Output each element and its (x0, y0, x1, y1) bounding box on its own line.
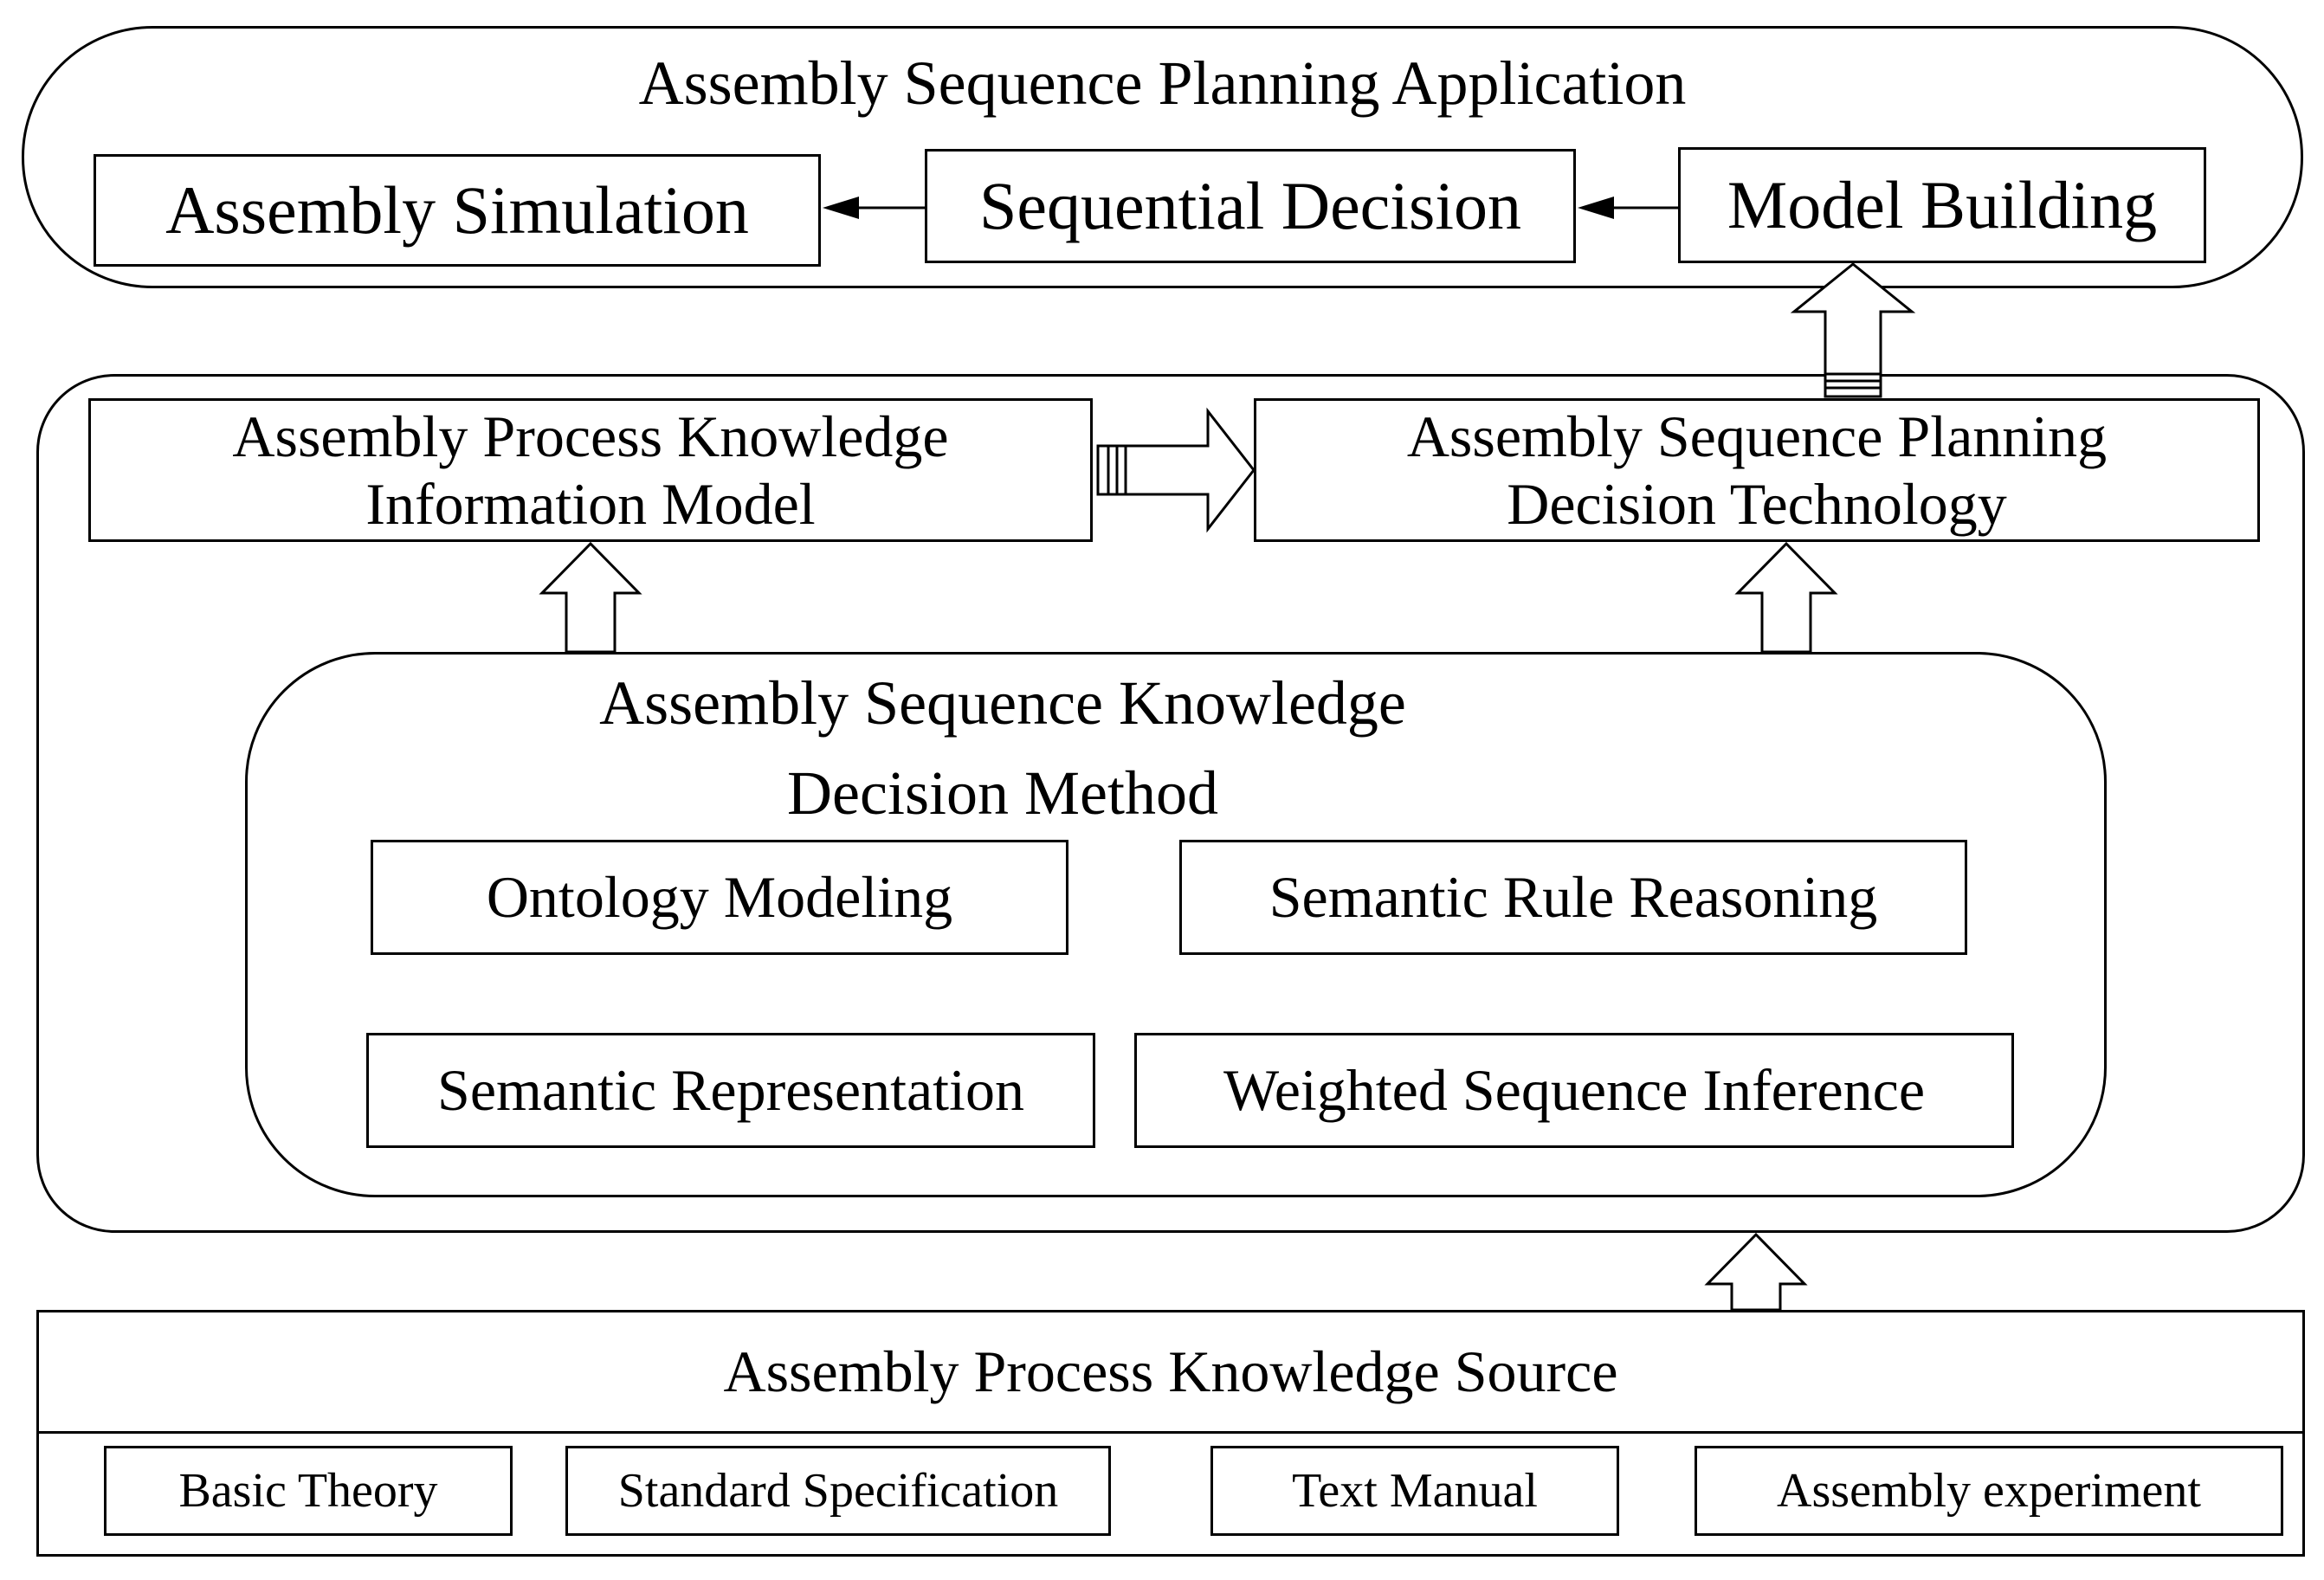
decision-technology-box: Assembly Sequence Planning Decision Tech… (1254, 398, 2260, 542)
basic-theory-box: Basic Theory (104, 1446, 513, 1536)
semantic-rule-reasoning-box: Semantic Rule Reasoning (1179, 840, 1967, 955)
arrow-decision-to-simulation (823, 197, 925, 219)
weighted-sequence-inference-box: Weighted Sequence Inference (1134, 1033, 2014, 1148)
knowledge-source-title: Assembly Process Knowledge Source (723, 1338, 1618, 1404)
arrow-method-to-technology (1734, 541, 1838, 654)
information-model-box: Assembly Process Knowledge Information M… (88, 398, 1093, 542)
model-building-box: Model Building (1678, 147, 2206, 263)
decision-method-line1: Assembly Sequence Knowledge (599, 668, 1406, 738)
arrow-building-to-decision (1578, 197, 1678, 219)
ontology-modeling-box: Ontology Modeling (371, 840, 1068, 955)
application-title: Assembly Sequence Planning Application (638, 48, 1687, 118)
information-model-line2: Information Model (365, 471, 816, 537)
knowledge-source-divider (36, 1431, 2305, 1434)
arrow-method-to-info-model (539, 541, 642, 654)
arrow-source-to-decision-layer (1704, 1232, 1808, 1312)
semantic-representation-box: Semantic Representation (366, 1033, 1095, 1148)
text-manual-box: Text Manual (1210, 1446, 1619, 1536)
assembly-experiment-box: Assembly experiment (1695, 1446, 2283, 1536)
information-model-line1: Assembly Process Knowledge (232, 403, 949, 469)
assembly-simulation-box: Assembly Simulation (94, 154, 821, 267)
sequential-decision-box: Sequential Decision (925, 149, 1576, 263)
arrow-model-to-technology (1096, 407, 1256, 533)
decision-technology-line2: Decision Technology (1507, 471, 2007, 537)
decision-method-line2: Decision Method (787, 758, 1218, 829)
standard-specification-box: Standard Specification (565, 1446, 1111, 1536)
decision-method-title: Assembly Sequence Knowledge Decision Met… (245, 658, 1760, 839)
decision-technology-line1: Assembly Sequence Planning (1406, 403, 2108, 469)
arrow-technology-to-building (1790, 262, 1916, 398)
